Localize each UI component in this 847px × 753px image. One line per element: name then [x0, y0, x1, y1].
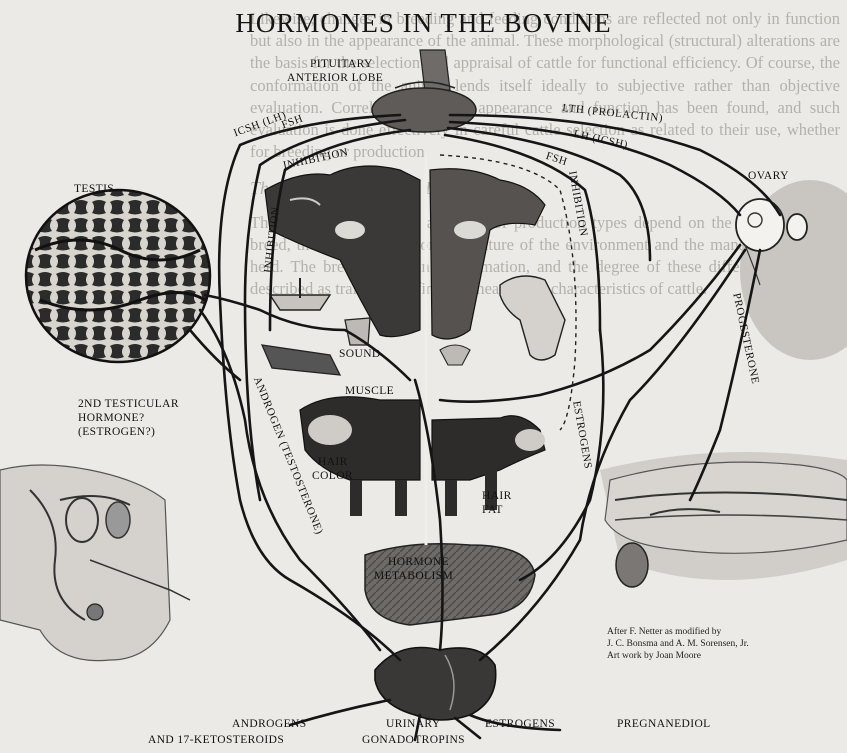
- label-second-testicular-3: (ESTROGEN?): [78, 426, 155, 439]
- label-sound: SOUND: [339, 348, 381, 361]
- credit-block: After F. Netter as modified by J. C. Bon…: [607, 626, 749, 662]
- label-hair-color-1: HAIR: [318, 456, 348, 469]
- credit-line-2: J. C. Bonsma and A. M. Sorensen, Jr.: [607, 638, 749, 650]
- label-second-testicular-2: HORMONE?: [78, 412, 144, 425]
- larynx-illustration-right: [440, 345, 470, 365]
- label-hormone-metabolism-2: METABOLISM: [374, 570, 453, 583]
- kidney-illustration: [375, 648, 496, 721]
- label-hormone-metabolism-1: HORMONE: [388, 556, 449, 569]
- label-hair-color-2: COLOR: [312, 470, 353, 483]
- label-urinary-1: URINARY: [386, 718, 441, 731]
- label-anterior-lobe: ANTERIOR LOBE: [287, 72, 383, 85]
- pathway-testis-2: [190, 330, 240, 380]
- label-testis: TESTIS: [74, 183, 114, 196]
- label-pregnanediol: PREGNANEDIOL: [617, 718, 711, 731]
- label-pituitary: PITUITARY: [310, 58, 373, 71]
- label-ovary: OVARY: [748, 170, 789, 183]
- label-estrogens: ESTROGENS: [485, 718, 555, 731]
- label-androgens-2: AND 17-KETOSTEROIDS: [148, 734, 284, 747]
- label-muscle: MUSCLE: [345, 385, 394, 398]
- credit-line-1: After F. Netter as modified by: [607, 626, 749, 638]
- diagram-title: HORMONES IN THE BOVINE: [0, 8, 847, 39]
- bone-illustration: [500, 276, 565, 360]
- reproductive-tract-left: [0, 465, 190, 661]
- label-urinary-2: GONADOTROPINS: [362, 734, 465, 747]
- label-androgens-1: ANDROGENS: [232, 718, 307, 731]
- pituitary-gland: [372, 50, 476, 132]
- label-hair-fat-2: FAT: [482, 504, 503, 517]
- label-second-testicular-1: 2ND TESTICULAR: [78, 398, 179, 411]
- bull-head-illustration: [265, 166, 420, 337]
- credit-line-3: Art work by Joan Moore: [607, 650, 749, 662]
- vertebra-illustration: [270, 278, 330, 310]
- testis-illustration: [26, 190, 210, 362]
- muscle-illustration: [262, 345, 340, 375]
- label-hair-fat-1: HAIR: [482, 490, 512, 503]
